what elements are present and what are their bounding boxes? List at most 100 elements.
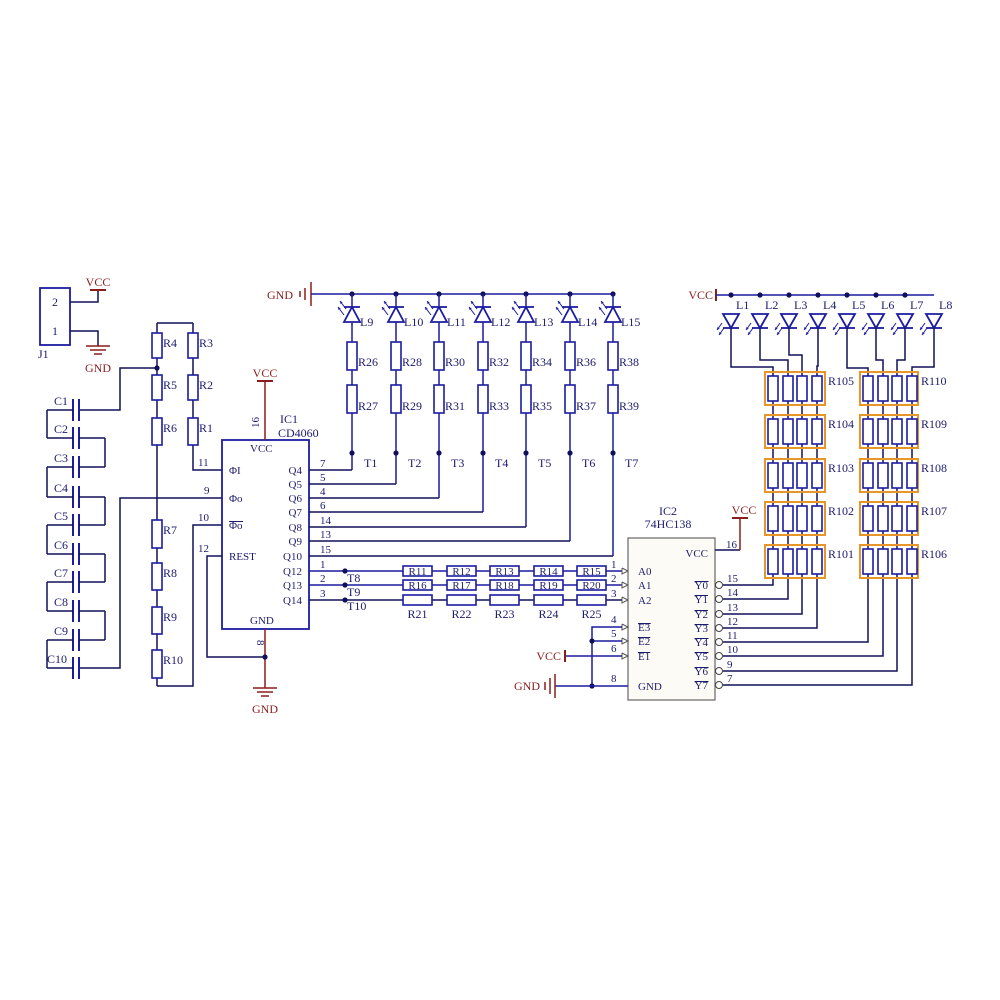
light-emission-icon <box>746 327 749 330</box>
input-arrow-icon <box>621 623 630 631</box>
ic2-output-label: Y4 <box>695 637 709 649</box>
vcc-label: VCC <box>688 288 713 302</box>
junction-dot <box>342 582 348 588</box>
resistor <box>402 565 433 577</box>
capacitor-label: C7 <box>54 566 68 580</box>
resistor-label: R8 <box>163 566 177 580</box>
pin-number: 2 <box>611 573 617 585</box>
led-label: L15 <box>621 315 640 329</box>
led-icon <box>779 313 799 330</box>
resistor-array-element <box>891 418 903 445</box>
resistor-label: R3 <box>199 336 213 350</box>
resistor-label: R4 <box>163 336 177 350</box>
wire <box>723 328 906 672</box>
led-icon <box>473 305 493 323</box>
input-arrow-icon <box>621 581 630 589</box>
resistor-label: R12 <box>452 566 470 578</box>
resistor-label: R29 <box>402 399 422 413</box>
resistor-label: R37 <box>576 399 596 413</box>
resistor <box>533 594 564 606</box>
led-label: L6 <box>881 298 894 312</box>
resistor <box>489 565 520 577</box>
pin-number: 12 <box>727 616 738 628</box>
wire <box>70 330 99 346</box>
resistor <box>151 649 163 679</box>
junction-dot <box>610 450 616 456</box>
connector-label: J1 <box>38 347 49 361</box>
test-point-label: T8 <box>347 571 360 585</box>
resistor-label: R39 <box>619 399 639 413</box>
resistor-label: R31 <box>445 399 465 413</box>
pin-number: 12 <box>198 543 209 555</box>
resistor-label: R30 <box>445 355 465 369</box>
led-icon <box>895 313 915 330</box>
led-label: L9 <box>360 315 373 329</box>
resistor-array-label: R105 <box>828 374 854 388</box>
resistor-array-label: R101 <box>828 547 854 561</box>
junction-dot <box>786 292 792 298</box>
junction-dot <box>844 292 850 298</box>
pin-number: 6 <box>611 643 617 655</box>
resistor-array <box>859 458 919 493</box>
resistor <box>402 594 433 606</box>
vcc-label: VCC <box>86 275 111 289</box>
junction-dot <box>873 292 879 298</box>
resistor-array-element <box>767 548 779 575</box>
resistor <box>607 341 619 371</box>
resistor-label: R21 <box>407 607 427 621</box>
capacitor-label: C9 <box>54 624 68 638</box>
resistor-array-element <box>877 375 889 402</box>
resistor <box>576 579 607 591</box>
ic2-pin-label: A1 <box>638 580 651 592</box>
resistor <box>533 579 564 591</box>
ic1-pin-label: Q4 <box>289 465 303 477</box>
resistor-array-element <box>862 375 874 402</box>
resistor-array-label: R104 <box>828 417 854 431</box>
resistor-array-element <box>877 462 889 489</box>
ic1-pin-label: Φo <box>229 520 243 532</box>
led-label: L14 <box>578 315 597 329</box>
ic2-pin-label: E2 <box>638 636 650 648</box>
resistor-array <box>859 371 919 406</box>
pin-number: 10 <box>198 512 210 524</box>
capacitor-label: C8 <box>54 595 68 609</box>
light-emission-icon <box>864 332 867 335</box>
inverted-output-bubble <box>715 667 723 675</box>
input-arrow-icon <box>621 637 630 645</box>
pin-number: 2 <box>320 573 326 585</box>
resistor-array-element <box>891 462 903 489</box>
led-icon <box>866 313 886 330</box>
led-icon <box>924 313 944 330</box>
ic2-output-label: Y3 <box>695 623 709 635</box>
wire <box>723 328 803 615</box>
input-arrow-icon <box>621 596 630 604</box>
resistor <box>564 384 576 414</box>
resistor-label: R23 <box>494 607 514 621</box>
ic2-pin-label: A2 <box>638 595 651 607</box>
resistor <box>151 606 163 635</box>
junction-dot <box>902 292 908 298</box>
ic2-output-label: Y7 <box>695 680 709 692</box>
resistor-array-element <box>796 462 808 489</box>
light-emission-icon <box>806 332 809 335</box>
junction-dot <box>589 638 595 644</box>
test-point-label: T10 <box>347 599 366 613</box>
light-emission-icon <box>340 301 343 304</box>
resistor-label: R10 <box>163 653 183 667</box>
inverted-output-bubble <box>715 610 723 618</box>
resistor-array-element <box>877 418 889 445</box>
led-label: L5 <box>852 298 865 312</box>
resistor <box>564 341 576 371</box>
capacitor-label: C1 <box>54 394 68 408</box>
light-emission-icon <box>599 307 602 310</box>
light-emission-icon <box>512 307 515 310</box>
resistor-label: R18 <box>495 580 514 592</box>
resistor-label: R36 <box>576 355 596 369</box>
light-emission-icon <box>893 332 896 335</box>
resistor-array-label: R102 <box>828 504 854 518</box>
resistor-label: R1 <box>199 421 213 435</box>
resistor <box>520 384 532 414</box>
light-emission-icon <box>891 327 894 330</box>
light-emission-icon <box>719 332 722 335</box>
resistor-array <box>764 371 826 406</box>
